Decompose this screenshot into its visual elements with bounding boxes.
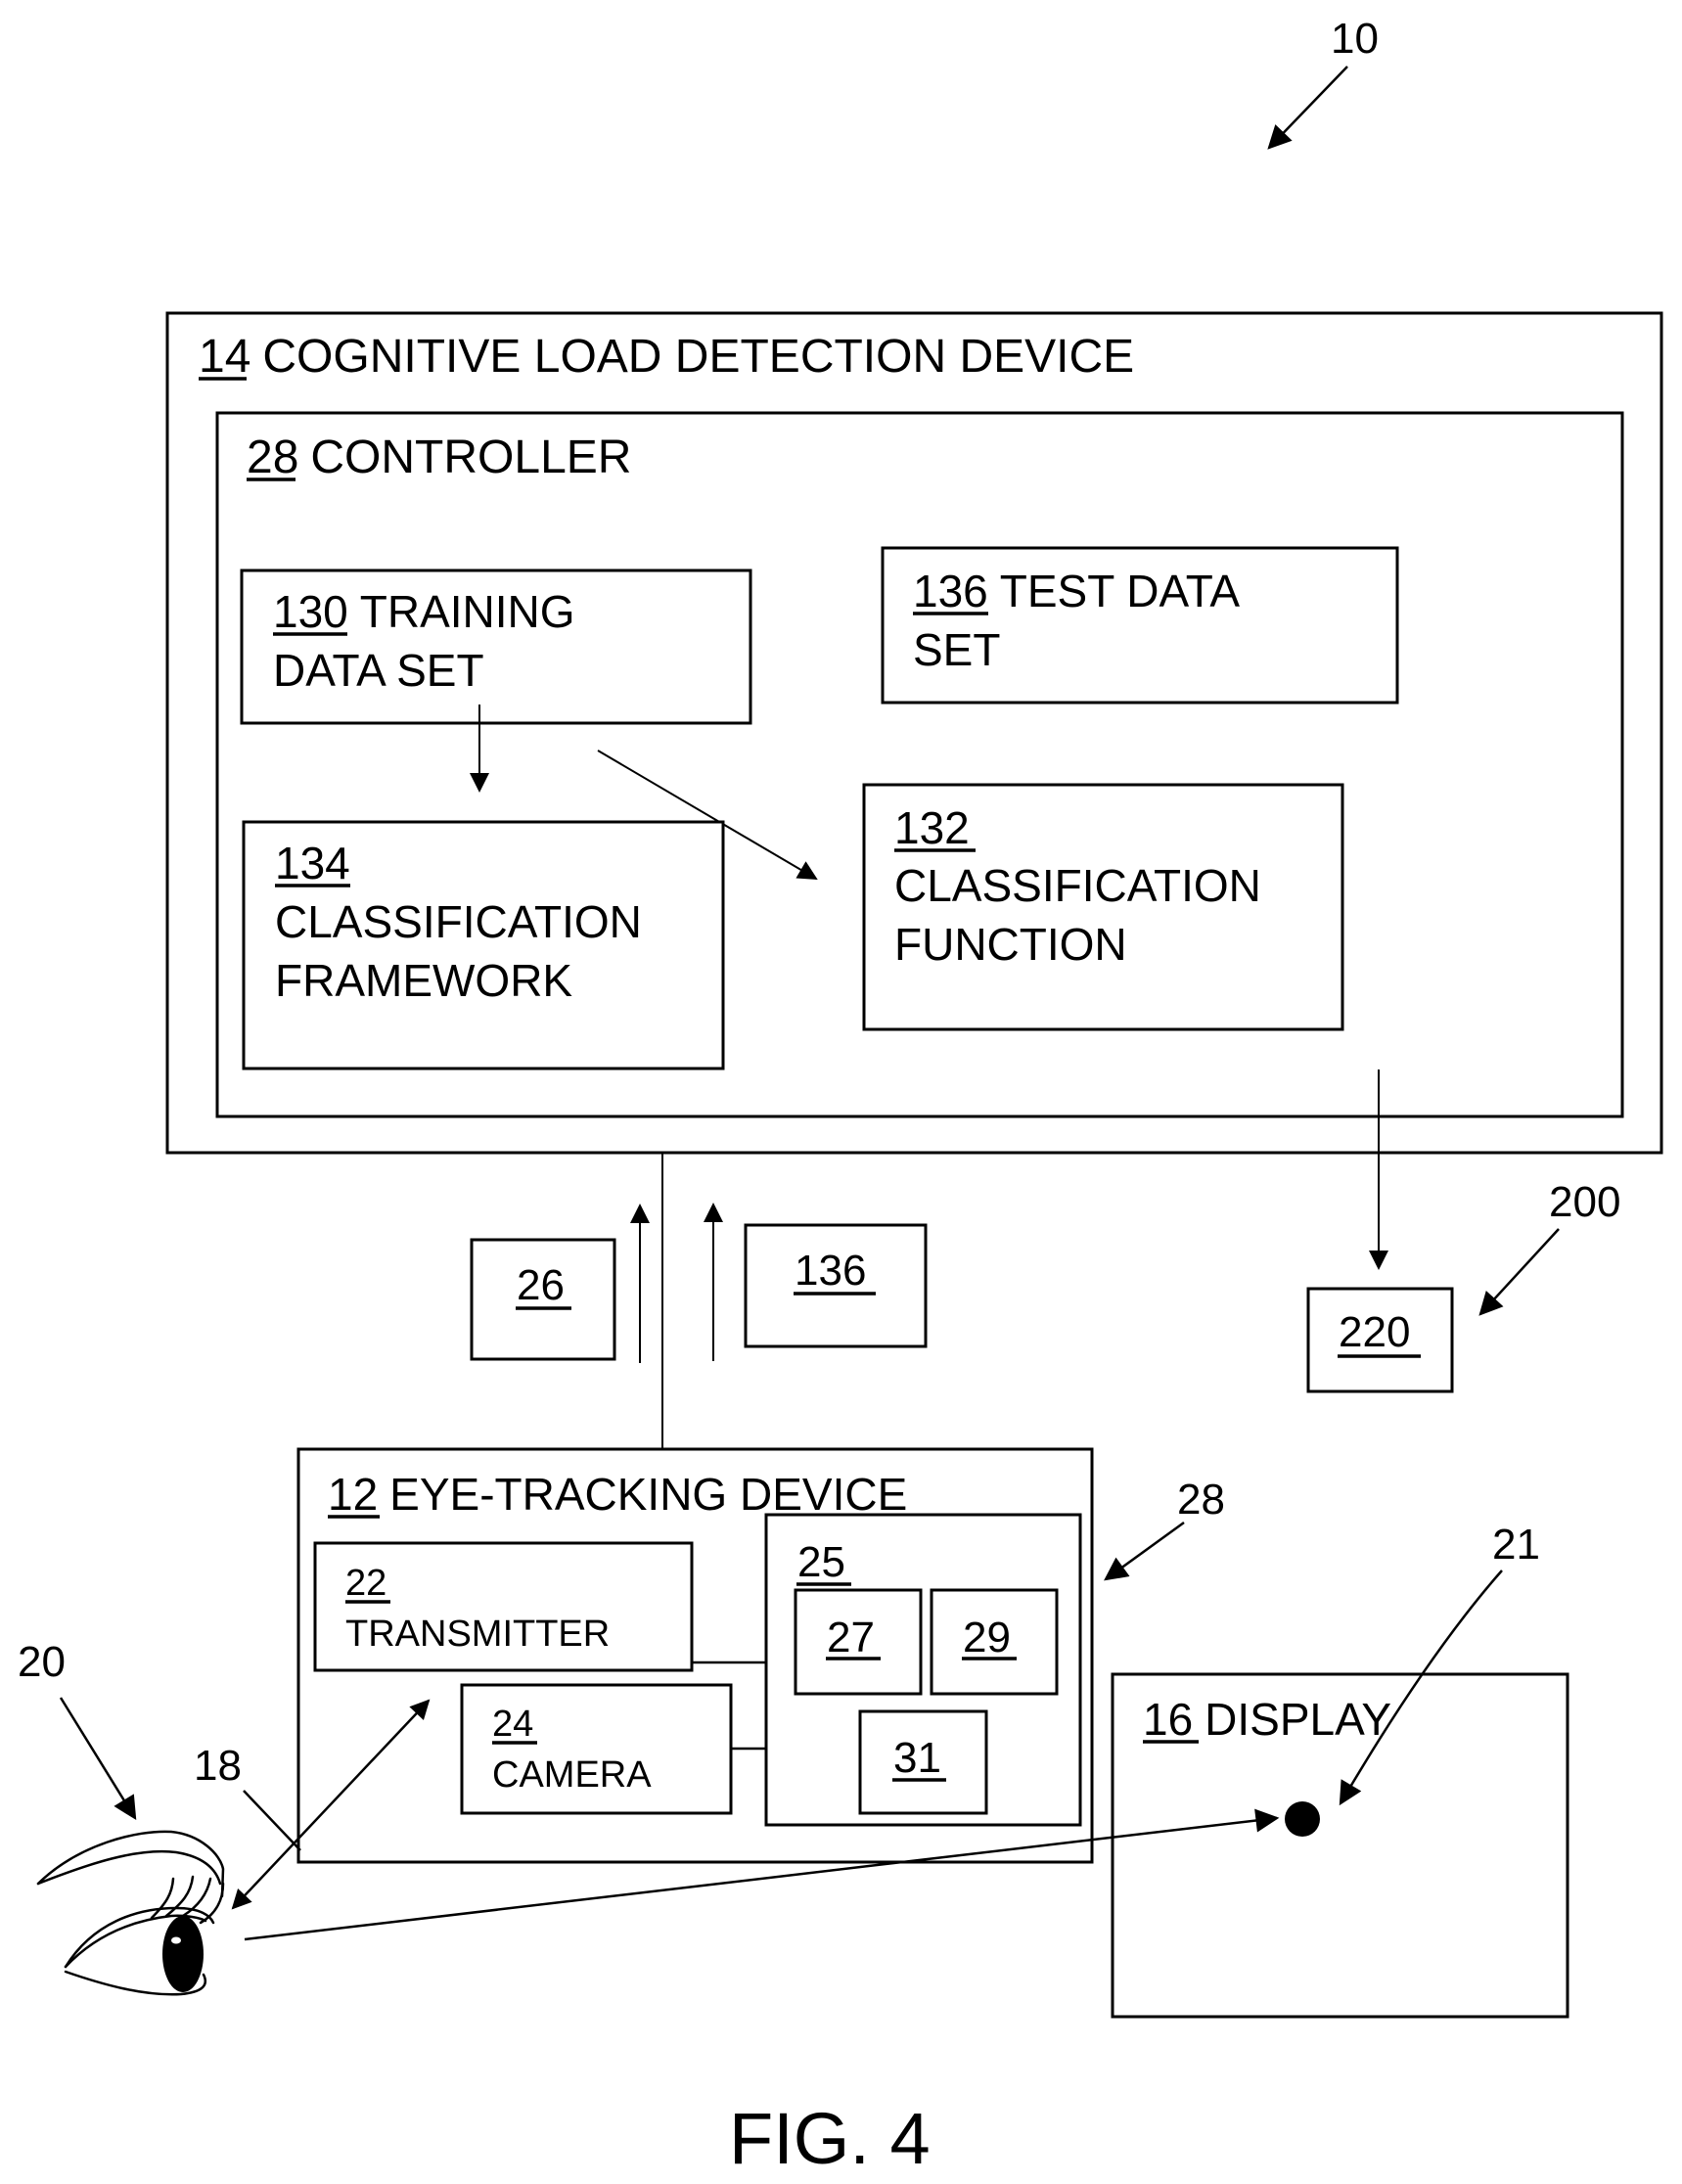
ref-21-arrow — [1339, 1570, 1503, 1806]
output-220-box — [1306, 1287, 1454, 1393]
data-136-box — [744, 1223, 928, 1348]
ref-10-label: 10 — [1331, 15, 1379, 63]
ref-28-label: 28 — [1177, 1476, 1225, 1524]
gaze-target-dot — [1285, 1801, 1320, 1837]
ref-10-arrow — [1267, 66, 1348, 150]
device-14-ref: 14 — [199, 331, 250, 383]
eyelash — [150, 1877, 175, 1920]
test-data-set-box — [881, 546, 1399, 705]
device-14-label: COGNITIVE LOAD DETECTION DEVICE — [262, 331, 1134, 383]
eyebrow-outer — [36, 1830, 225, 1898]
transmitter-label: TRANSMITTER — [345, 1614, 610, 1655]
upper-eyelid — [64, 1906, 215, 1969]
controller-label: CONTROLLER — [310, 432, 631, 483]
ref-20-label: 20 — [18, 1638, 66, 1686]
eye-icon — [36, 1830, 225, 1996]
ref-200-label: 200 — [1549, 1178, 1620, 1226]
test-data-set-line2: SET — [913, 624, 1000, 675]
training-data-set-box — [240, 569, 752, 725]
camera-label: CAMERA — [492, 1754, 652, 1796]
classification-framework-line1: CLASSIFICATION — [275, 896, 642, 947]
upper-eyelid-inner — [64, 1914, 207, 1969]
classification-framework: 134 CLASSIFICATION FRAMEWORK — [242, 820, 725, 1070]
component-31-box — [858, 1709, 988, 1815]
component-29-ref: 29 — [963, 1614, 1011, 1661]
eye-tracking-device-label: EYE-TRACKING DEVICE — [389, 1469, 907, 1520]
transmitter-ref: 22 — [345, 1563, 386, 1604]
classification-framework-ref: 134 — [275, 838, 350, 888]
ref-18-leader — [243, 1790, 301, 1851]
controller-ref: 28 — [247, 432, 298, 483]
data-26-ref: 26 — [517, 1261, 565, 1309]
training-data-set-label: TRAINING — [360, 586, 575, 637]
processing-unit-ref: 25 — [797, 1538, 845, 1586]
light-path-arrow — [231, 1699, 431, 1910]
figure-caption: FIG. 4 — [729, 2098, 931, 2179]
eyelash — [181, 1877, 212, 1918]
eyelash — [164, 1875, 195, 1918]
classification-framework-box — [242, 820, 725, 1070]
component-27-ref: 27 — [827, 1614, 875, 1661]
display-box — [1111, 1672, 1569, 2019]
classification-function: 132 CLASSIFICATION FUNCTION — [862, 783, 1344, 1031]
gaze-line-arrow — [244, 1808, 1280, 1941]
test-data-set-ref: 136 — [913, 566, 988, 616]
classification-function-line2: FUNCTION — [894, 919, 1127, 970]
component-31-ref: 31 — [893, 1734, 941, 1782]
data-26-box — [470, 1238, 616, 1361]
test-data-set-label: TEST DATA — [1000, 566, 1241, 616]
data-flow: 26 136 — [470, 1203, 928, 1363]
component-29-box — [930, 1588, 1059, 1696]
pupil-highlight — [171, 1936, 181, 1944]
ref-20-arrow — [59, 1697, 137, 1821]
data-136-ref: 136 — [795, 1247, 866, 1295]
ref-18-label: 18 — [194, 1742, 242, 1790]
display-label: DISPLAY — [1205, 1694, 1391, 1745]
classification-function-ref: 132 — [894, 802, 970, 853]
lower-eyelid — [64, 1970, 206, 1996]
training-to-function-arrow — [597, 750, 818, 881]
camera-ref: 24 — [492, 1704, 533, 1745]
training-data-set-line2: DATA SET — [273, 645, 484, 696]
pupil — [162, 1916, 204, 1992]
eyebrow-inner — [36, 1849, 222, 1886]
component-27-box — [794, 1588, 923, 1696]
camera-box — [460, 1683, 733, 1815]
ref-200-arrow — [1478, 1228, 1560, 1316]
classification-function-line1: CLASSIFICATION — [894, 860, 1261, 911]
transmitter-box — [313, 1541, 694, 1672]
eyelash — [199, 1882, 225, 1925]
ref-21-label: 21 — [1492, 1521, 1540, 1569]
ref-28-arrow — [1104, 1521, 1185, 1581]
eye-tracking-device-ref: 12 — [328, 1469, 378, 1520]
output-220-ref: 220 — [1339, 1308, 1410, 1356]
classification-function-box — [862, 783, 1344, 1031]
display-ref: 16 — [1143, 1694, 1193, 1745]
classification-framework-line2: FRAMEWORK — [275, 955, 572, 1006]
training-data-set-ref: 130 — [273, 586, 348, 637]
output-220: 220 — [1306, 1287, 1454, 1393]
